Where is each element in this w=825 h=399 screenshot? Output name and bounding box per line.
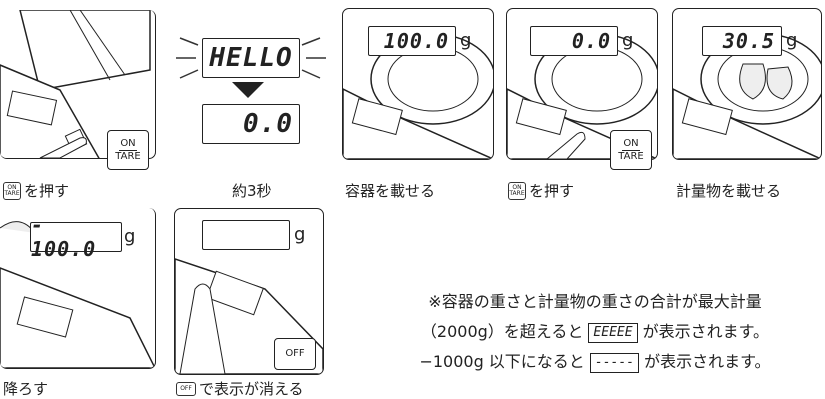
step-1-panel: ON TARE xyxy=(0,0,160,175)
step-4-panel: 0.0 g ON TARE xyxy=(506,8,664,176)
step-7-panel: g OFF xyxy=(174,208,326,376)
on-label: ON xyxy=(119,137,137,151)
flash-lines-icon xyxy=(176,37,326,98)
off-mini-icon: OFF xyxy=(176,381,196,396)
unit-g: g xyxy=(622,30,634,51)
note-line-3: −1000g 以下になると ----- が表示されます。 xyxy=(419,352,771,373)
scale-empty xyxy=(0,221,155,368)
step-6-caption: 降ろす xyxy=(3,380,49,398)
step-2-caption: 約3秒 xyxy=(232,182,272,200)
tare-label: TARE xyxy=(115,150,141,162)
on-tare-button[interactable]: ON TARE xyxy=(610,130,652,170)
error-display-icon: EEEEE xyxy=(588,322,638,343)
display-blank xyxy=(202,220,290,250)
on-label: ON xyxy=(622,137,640,151)
underflow-display-icon: ----- xyxy=(589,352,640,373)
tare-label: TARE xyxy=(618,150,644,162)
display-30-5: 30.5 xyxy=(702,26,782,56)
step-5-caption: 計量物を載せる xyxy=(676,182,782,200)
step-2-panel: HELLO 0.0 xyxy=(170,0,340,175)
note-line-2: （2000g）を超えると EEEEE が表示されます。 xyxy=(420,322,770,343)
display-100: 100.0 xyxy=(368,26,456,56)
overload-note: ※容器の重さと計量物の重さの合計が最大計量 （2000g）を超えると EEEEE… xyxy=(360,287,825,377)
unit-g: g xyxy=(786,30,798,51)
step-3-panel: 100.0 g xyxy=(342,8,494,160)
unit-g: g xyxy=(460,30,472,51)
step-6-panel: - 100.0 g xyxy=(0,208,160,373)
scale-drawing xyxy=(0,10,151,158)
scale-with-container xyxy=(343,33,493,159)
off-button[interactable]: OFF xyxy=(274,338,316,370)
scale-illustration xyxy=(672,8,822,160)
display-zero: 0.0 xyxy=(530,26,618,56)
display-zero: 0.0 xyxy=(202,104,300,144)
scale-illustration xyxy=(0,208,156,369)
scale-illustration xyxy=(0,10,156,159)
scale-with-strawberries xyxy=(673,33,821,159)
note-line-1: ※容器の重さと計量物の重さの合計が最大計量 xyxy=(428,292,762,311)
on-tare-button[interactable]: ON TARE xyxy=(107,130,149,170)
display-hello: HELLO xyxy=(202,38,300,78)
step-7-caption: OFF で表示が消える xyxy=(176,378,304,399)
scale-illustration xyxy=(342,8,494,160)
step-3-caption: 容器を載せる xyxy=(345,182,436,200)
step-5-panel: 30.5 g xyxy=(672,8,824,160)
unit-g: g xyxy=(294,224,306,245)
unit-g: g xyxy=(124,226,136,247)
display-minus-100: - 100.0 xyxy=(30,213,122,261)
